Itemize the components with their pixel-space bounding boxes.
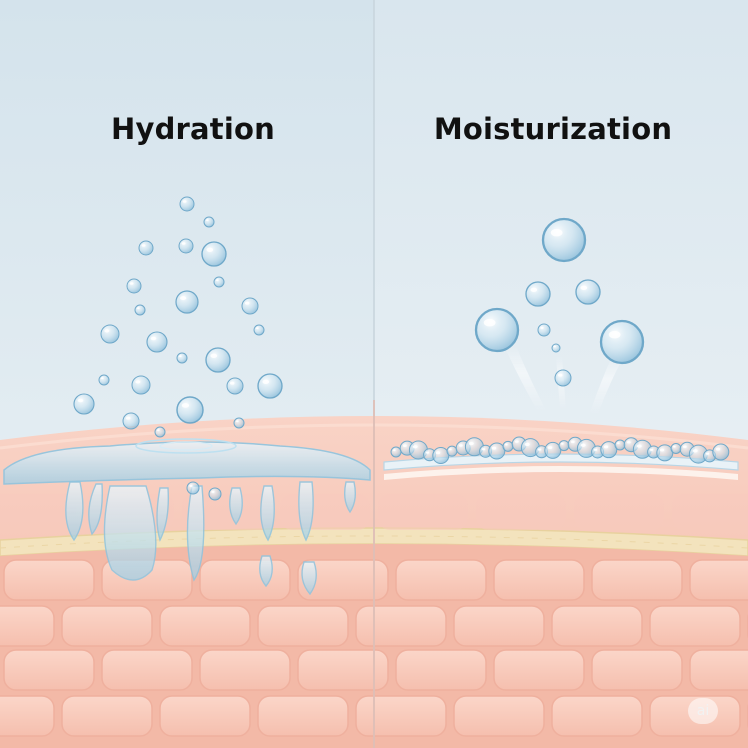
skin-cell-icon bbox=[101, 649, 193, 691]
bubble-icon bbox=[599, 319, 645, 365]
water-droplet-icon bbox=[175, 290, 199, 314]
water-droplet-icon bbox=[226, 377, 244, 395]
skin-cell-icon bbox=[493, 649, 585, 691]
skin-cell-icon bbox=[395, 559, 487, 601]
moisture-bubbles bbox=[474, 217, 645, 387]
skin-cell-icon bbox=[0, 605, 55, 647]
skin-cell-icon bbox=[61, 605, 153, 647]
water-droplet-icon bbox=[178, 238, 194, 254]
bubble-icon bbox=[474, 307, 520, 353]
water-droplet-icon bbox=[126, 278, 142, 294]
water-droplet-icon bbox=[134, 304, 146, 316]
skin-cell-icon bbox=[551, 605, 643, 647]
water-droplet-icon bbox=[176, 352, 188, 364]
skin-cell-icon bbox=[0, 695, 55, 737]
skin-cell-icon bbox=[159, 695, 251, 737]
water-droplet-icon bbox=[146, 331, 168, 353]
skin-cell-icon bbox=[159, 605, 251, 647]
barrier-bubbles bbox=[390, 436, 730, 465]
skin-cell-icon bbox=[280, 494, 370, 530]
water-droplet-icon bbox=[241, 297, 259, 315]
skin-cell-icon bbox=[257, 695, 349, 737]
skin-cell-icon bbox=[297, 649, 389, 691]
water-droplet-icon bbox=[201, 241, 227, 267]
water-droplet-icon bbox=[203, 216, 215, 228]
ai-watermark: ai bbox=[688, 698, 718, 724]
skin-cell-icon bbox=[257, 605, 349, 647]
hydration-title: Hydration bbox=[111, 112, 275, 146]
bubble-icon bbox=[575, 279, 601, 305]
bubble-icon bbox=[432, 447, 450, 465]
skin-cell-icon bbox=[551, 695, 643, 737]
water-droplet-icon bbox=[122, 412, 140, 430]
skin-cell-icon bbox=[182, 494, 272, 530]
water-droplet-icon bbox=[73, 393, 95, 415]
water-droplet-icon bbox=[205, 347, 231, 373]
water-droplet-icon bbox=[257, 373, 283, 399]
bubble-icon bbox=[544, 441, 562, 459]
bubble-icon bbox=[488, 442, 506, 460]
skin-cell-icon bbox=[672, 494, 748, 530]
skin-cell-icon bbox=[199, 559, 291, 601]
water-droplet-icon bbox=[100, 324, 120, 344]
bubble-icon bbox=[600, 441, 618, 459]
moisturization-title: Moisturization bbox=[433, 112, 673, 146]
water-droplet-icon bbox=[131, 375, 151, 395]
skin-cell-icon bbox=[297, 559, 389, 601]
water-layer bbox=[3, 438, 371, 485]
skin-cell-icon bbox=[3, 649, 95, 691]
water-drips bbox=[65, 481, 357, 596]
skin-cell-icon bbox=[199, 649, 291, 691]
skin-cell-icon bbox=[689, 559, 748, 601]
water-droplet-icon bbox=[253, 324, 265, 336]
bubble-icon bbox=[541, 217, 587, 263]
bubble-icon bbox=[446, 445, 458, 457]
water-droplet-icon bbox=[176, 396, 204, 424]
bubble-icon bbox=[390, 446, 402, 458]
bubble-icon bbox=[502, 440, 514, 452]
water-droplet-icon bbox=[138, 240, 154, 256]
skin-cells bbox=[0, 494, 748, 737]
hydration-droplets bbox=[73, 196, 283, 501]
bubble-icon bbox=[551, 343, 561, 353]
skin-cell-icon bbox=[355, 605, 447, 647]
skin-cell-icon bbox=[493, 559, 585, 601]
skin-cell-icon bbox=[3, 559, 95, 601]
skin-cell-icon bbox=[574, 494, 664, 530]
skin-cell-icon bbox=[355, 695, 447, 737]
bubble-icon bbox=[537, 323, 551, 337]
water-droplet-icon bbox=[213, 276, 225, 288]
bubble-icon bbox=[525, 281, 551, 307]
skin-cell-icon bbox=[649, 605, 741, 647]
bubble-icon bbox=[712, 443, 730, 461]
skin-cell-icon bbox=[453, 605, 545, 647]
bubble-icon bbox=[656, 444, 674, 462]
water-droplet-icon bbox=[233, 417, 245, 429]
skin-cell-icon bbox=[476, 494, 566, 530]
water-droplet-icon bbox=[208, 487, 222, 501]
bubble-icon bbox=[614, 439, 626, 451]
water-droplet-icon bbox=[186, 481, 200, 495]
bubble-icon bbox=[558, 440, 570, 452]
skin-cell-icon bbox=[689, 649, 748, 691]
bubble-icon bbox=[670, 442, 682, 454]
water-droplet-icon bbox=[98, 374, 110, 386]
skin-cell-icon bbox=[378, 494, 468, 530]
skin-cell-icon bbox=[453, 695, 545, 737]
skin-cell-icon bbox=[591, 649, 683, 691]
skin-cell-icon bbox=[0, 494, 76, 530]
skin-cell-icon bbox=[395, 649, 487, 691]
water-droplet-icon bbox=[179, 196, 195, 212]
skin-cell-icon bbox=[591, 559, 683, 601]
water-droplet-icon bbox=[154, 426, 166, 438]
skin-cell-icon bbox=[61, 695, 153, 737]
bubble-icon bbox=[554, 369, 572, 387]
